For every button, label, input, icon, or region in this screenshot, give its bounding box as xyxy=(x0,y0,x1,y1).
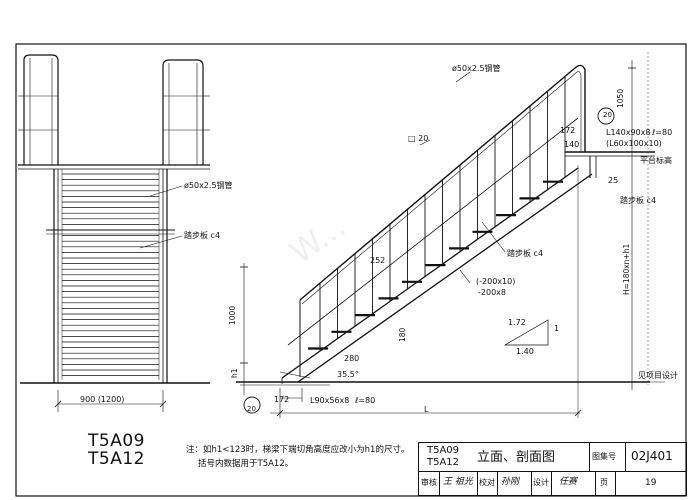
h-label: H=180xn+h1 xyxy=(622,243,631,295)
tb-code-1: T5A09 xyxy=(427,445,460,456)
dim-280: 280 xyxy=(344,354,360,363)
note-line-1: 注：如h1<123时，梯梁下端切角高度应改小为h1的尺寸。 xyxy=(186,445,410,455)
left-tread-label: 踏步板 c4 xyxy=(184,231,221,240)
code-line-2: T5A12 xyxy=(88,449,145,469)
slope-2: 1 xyxy=(554,324,560,333)
code-line-1: T5A09 xyxy=(88,431,145,451)
left-width-dim: 900 (1200) xyxy=(80,395,125,404)
dim-172-bottom: 172 xyxy=(274,395,290,404)
tb-code-2: T5A12 xyxy=(427,457,460,468)
tb-review: 审核 xyxy=(421,478,437,487)
angle-label: 35.5° xyxy=(337,370,359,379)
angle-bottom: L90x56x8 xyxy=(310,396,350,405)
design-label: 见项目设计 xyxy=(638,371,678,380)
dim-140: 140 xyxy=(564,140,580,149)
l-bottom: ℓ=80 xyxy=(355,396,376,405)
dim-252: 252 xyxy=(370,256,386,265)
section-balusters xyxy=(319,76,566,351)
tb-check: 校对 xyxy=(479,478,495,487)
dim-25: 25 xyxy=(608,176,619,185)
tb-design: 设计 xyxy=(533,478,549,487)
detail-top-num: 20 xyxy=(603,111,612,119)
plate-label-1: (-200x10) xyxy=(476,277,516,286)
plate-label-2: -200x8 xyxy=(478,288,506,297)
section-pipe-label: ø50x2.5钢管 xyxy=(452,64,501,73)
tb-atlas-label: 图集号 xyxy=(592,452,616,461)
title-block: T5A09 T5A12 立面、剖面图 图集号 02J401 审核 王 祖光 校对… xyxy=(418,442,687,496)
dim-L: L xyxy=(424,405,429,414)
detail-bottom-num: 20 xyxy=(247,405,256,413)
dim-1000: 1000 xyxy=(228,305,237,325)
angle-top: L140x90x8 xyxy=(606,128,651,137)
dim-172-top: 172 xyxy=(560,126,576,135)
platform-label: 平台标高 xyxy=(640,156,672,165)
tb-page-no: 19 xyxy=(645,478,657,488)
tb-page-label: 页 xyxy=(600,478,608,487)
tb-atlas-no: 02J401 xyxy=(631,449,673,463)
dim-180: 180 xyxy=(398,327,407,342)
tb-title: 立面、剖面图 xyxy=(477,450,556,465)
watermark: W... xyxy=(283,207,353,272)
slope-3: 1.40 xyxy=(516,347,534,356)
section-steps xyxy=(308,180,563,350)
slope-1: 1.72 xyxy=(508,318,526,327)
dim-1050: 1050 xyxy=(616,88,625,108)
left-pipe-label: ø50x2.5钢管 xyxy=(184,181,233,190)
note-line-2: 括号内数据用于T5A12。 xyxy=(198,459,294,469)
sheet-border xyxy=(15,43,687,497)
tread-label-top: 踏步板 c4 xyxy=(620,196,657,205)
tb-design-sig: 任赛 xyxy=(559,477,578,487)
tb-check-sig: 孙刚 xyxy=(501,477,520,487)
left-treads xyxy=(62,173,159,376)
section-square-label: □ 20 xyxy=(408,134,429,143)
angle-top-alt: (L60x100x10) xyxy=(606,139,662,148)
tb-review-sig: 王 祖光 xyxy=(443,477,473,487)
dim-h1: h1 xyxy=(230,368,239,378)
l-top: ℓ=80 xyxy=(652,128,673,137)
section-tread-label: 踏步板 c4 xyxy=(507,249,544,258)
